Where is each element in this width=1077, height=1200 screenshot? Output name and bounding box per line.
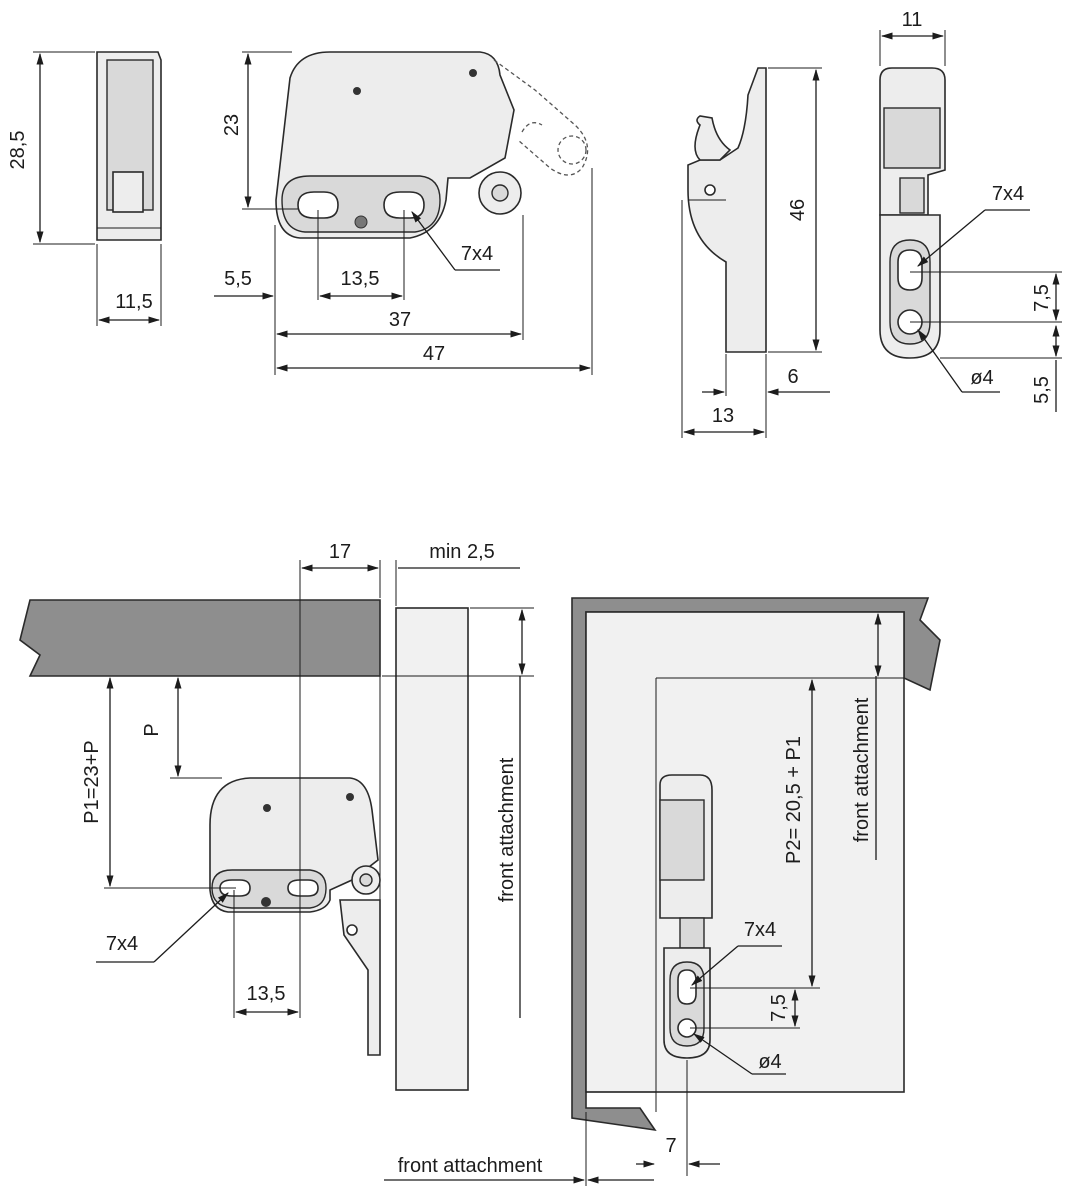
gap-min-label: min 2,5	[429, 541, 495, 563]
front-total-length-label: 47	[423, 343, 445, 365]
catch-height-label: 46	[787, 199, 809, 221]
top-side-view: 28,5 11,5	[7, 51, 162, 326]
back-hole-size-label: 7x4	[992, 183, 1024, 205]
bottom-front-attachment-label: front attachment	[398, 1155, 543, 1177]
bottom-right-install: P2= 20,5 + P1 front attachment 7x4 7,5 ø…	[384, 597, 941, 1186]
top-front-view: 23 5,5 13,5 37 47 7x4	[214, 51, 593, 375]
front-height-label: 23	[221, 114, 243, 136]
right-front-attachment-label: front attachment	[851, 697, 873, 842]
side-height-label: 28,5	[7, 131, 29, 170]
p-label: P	[141, 723, 163, 736]
front-hole-size-label: 7x4	[461, 243, 493, 265]
top-back-view: 11 7x4 7,5 5,5 ø4	[879, 9, 1062, 412]
catch-width-label: 13	[712, 405, 734, 427]
right-hole-spacing-label: 7,5	[768, 994, 790, 1022]
p2-formula-label: P2= 20,5 + P1	[783, 736, 805, 864]
right-hole-size-label: 7x4	[744, 919, 776, 941]
catch-thickness-label: 6	[787, 366, 798, 388]
side-width-label: 11,5	[115, 291, 152, 313]
front-length-label: 37	[389, 309, 411, 331]
right-hole-diameter-label: ø4	[758, 1051, 781, 1073]
top-catch-view: 46 6 13	[681, 67, 830, 438]
back-hole-spacing-label: 7,5	[1031, 284, 1053, 312]
gap-17-label: 17	[329, 541, 351, 563]
right-offset-label: 7	[665, 1135, 676, 1157]
front-offset-label: 5,5	[224, 268, 252, 290]
bottom-left-install: 17 min 2,5 front attachment P P1=23+P 7x…	[19, 541, 534, 1091]
back-width-label: 11	[902, 9, 923, 31]
p1-formula-label: P1=23+P	[81, 740, 103, 823]
left-front-attachment-label: front attachment	[496, 757, 518, 902]
left-hole-size-label: 7x4	[106, 933, 138, 955]
back-hole-diameter-label: ø4	[970, 367, 993, 389]
left-hole-spacing-label: 13,5	[247, 983, 286, 1005]
back-offset-label: 5,5	[1031, 376, 1053, 404]
front-hole-spacing-label: 13,5	[341, 268, 380, 290]
